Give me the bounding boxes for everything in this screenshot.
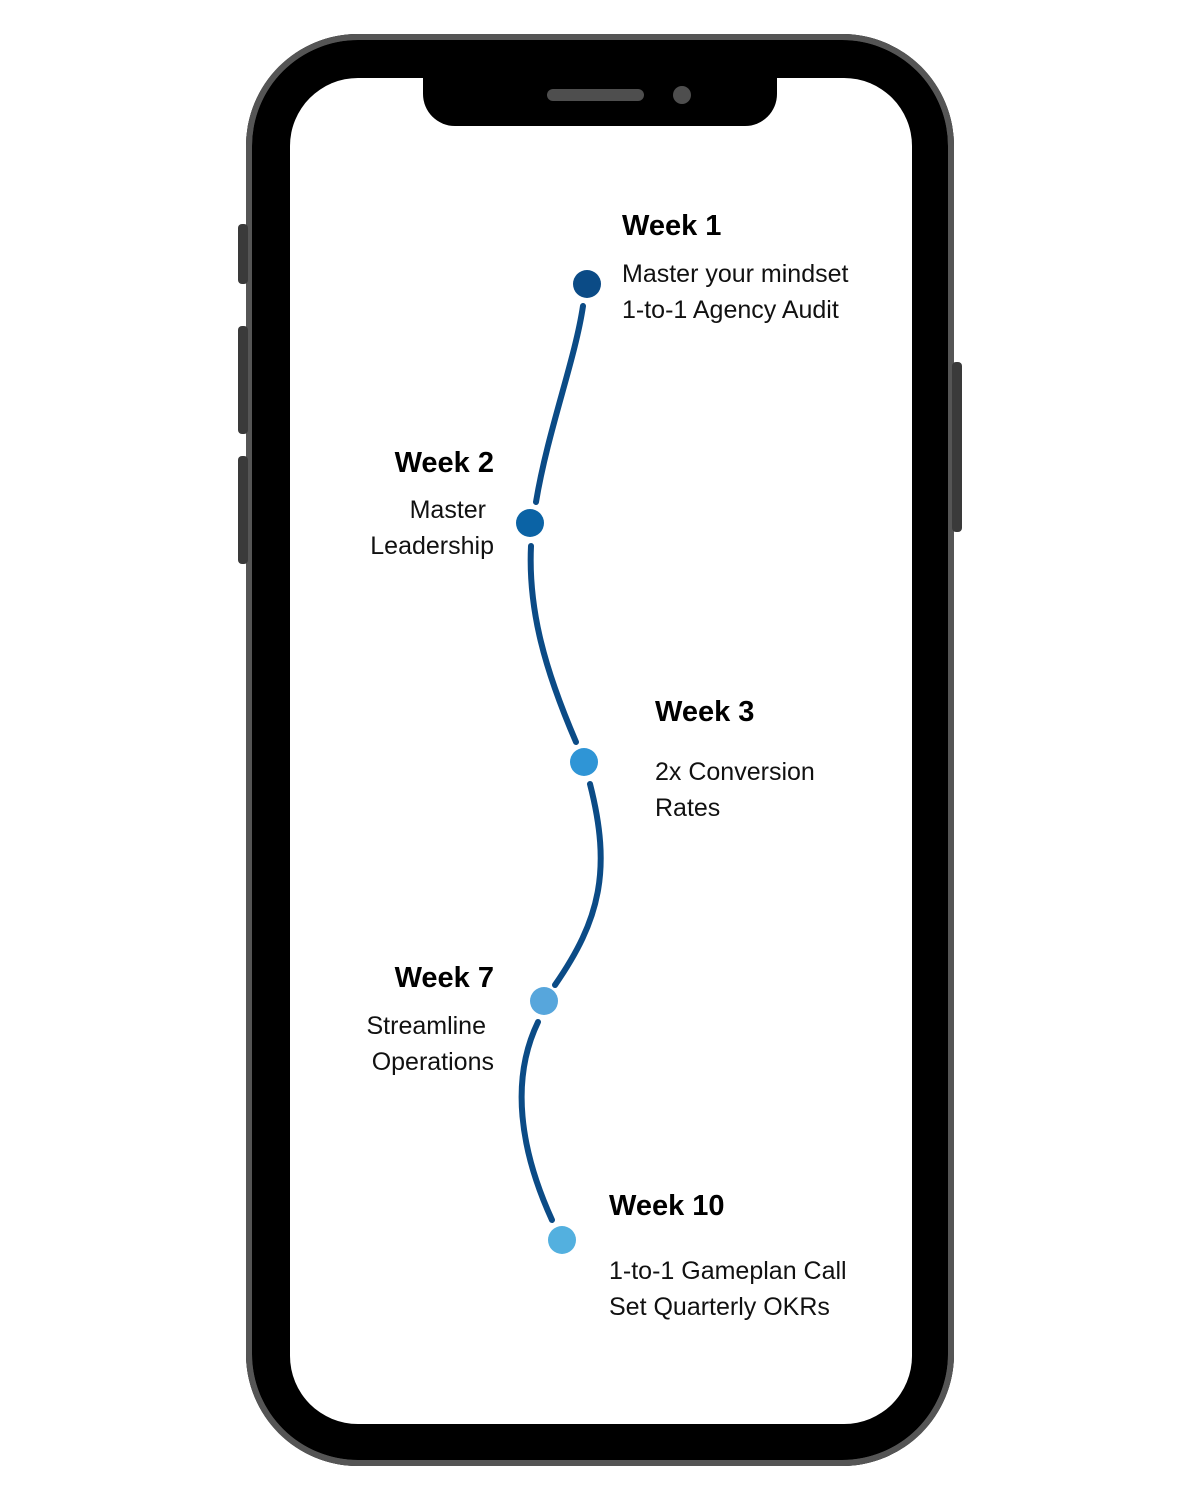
- milestone-week-2-line-1: Master: [409, 496, 486, 524]
- timeline-node-week-3: [570, 748, 598, 776]
- milestone-week-1-line-2: 1-to-1 Agency Audit: [622, 296, 839, 324]
- milestone-week-3-title: Week 3: [655, 696, 755, 728]
- phone-screen: [290, 78, 912, 1424]
- milestone-week-7-description: Streamline Operations: [294, 1008, 495, 1080]
- milestone-week-1-description: Master your mindset 1-to-1 Agency Audit: [622, 256, 848, 328]
- milestone-week-7-title: Week 7: [394, 962, 494, 994]
- milestone-week-7-line-1: Streamline: [366, 1012, 487, 1040]
- volume-up-button: [238, 326, 248, 434]
- milestone-week-3-description: 2x Conversion Rates: [655, 754, 815, 826]
- milestone-week-10-line-2: Set Quarterly OKRs: [609, 1293, 830, 1321]
- mute-switch: [238, 224, 248, 284]
- milestone-week-3-line-2: Rates: [655, 794, 721, 822]
- front-camera: [673, 86, 691, 104]
- volume-down-button: [238, 456, 248, 564]
- milestone-week-3-line-1: 2x Conversion: [655, 758, 815, 786]
- milestone-week-1-line-1: Master your mindset: [622, 260, 849, 288]
- timeline-node-week-1: [573, 270, 601, 298]
- milestone-week-2-description: Master Leadership: [294, 492, 494, 564]
- speaker-grille: [547, 89, 644, 101]
- milestone-week-2-title: Week 2: [394, 447, 494, 479]
- milestone-week-7-line-2: Operations: [371, 1048, 494, 1076]
- timeline-path: [518, 303, 604, 1223]
- timeline-node-week-7: [530, 987, 558, 1015]
- milestone-week-10-title: Week 10: [609, 1190, 725, 1222]
- milestone-week-10-description: 1-to-1 Gameplan Call Set Quarterly OKRs: [609, 1253, 847, 1325]
- timeline-node-week-2: [516, 509, 544, 537]
- timeline-node-week-10: [548, 1226, 576, 1254]
- milestone-week-1-title: Week 1: [622, 210, 722, 242]
- milestone-week-2-line-2: Leadership: [370, 532, 494, 560]
- power-button: [952, 362, 962, 532]
- milestone-week-10-line-1: 1-to-1 Gameplan Call: [609, 1257, 847, 1285]
